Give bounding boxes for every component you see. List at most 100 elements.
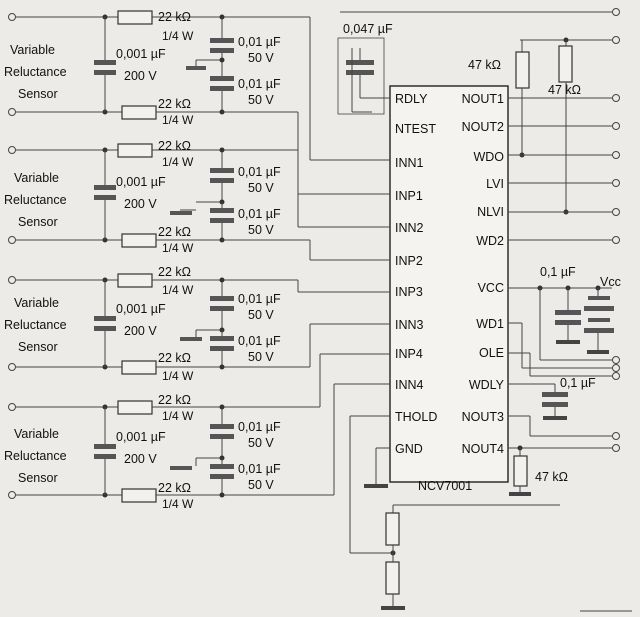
svg-text:0,01 µF: 0,01 µF: [238, 334, 281, 348]
svg-text:0,01 µF: 0,01 µF: [238, 292, 281, 306]
svg-text:1/4 W: 1/4 W: [162, 369, 194, 383]
svg-text:22 kΩ: 22 kΩ: [158, 351, 191, 365]
svg-text:200 V: 200 V: [124, 69, 157, 83]
svg-text:50 V: 50 V: [248, 181, 274, 195]
svg-text:50 V: 50 V: [248, 51, 274, 65]
svg-text:Sensor: Sensor: [18, 87, 58, 101]
rdly-capacitor: 0,047 µF: [337, 22, 393, 115]
channel-2: Variable Reluctance Sensor 22 kΩ 1/4 W 0…: [4, 139, 390, 261]
terminal-top: [612, 8, 620, 16]
svg-text:0,01 µF: 0,01 µF: [238, 462, 281, 476]
channel-4: Variable Reluctance Sensor 22 kΩ 1/4 W 0…: [4, 353, 390, 511]
vcc-cap-label: 0,1 µF: [540, 265, 576, 279]
svg-text:50 V: 50 V: [248, 350, 274, 364]
channel-3: Variable Reluctance Sensor 22 kΩ 1/4 W 0…: [4, 265, 390, 383]
svg-text:50 V: 50 V: [248, 436, 274, 450]
svg-text:0,01 µF: 0,01 µF: [238, 420, 281, 434]
right-side-network: 47 kΩ 47 kΩ 0,1 µF Vcc: [468, 36, 621, 496]
svg-text:Reluctance: Reluctance: [4, 65, 67, 79]
svg-text:0,01 µF: 0,01 µF: [238, 77, 281, 91]
pin-inp2: INP2: [395, 254, 423, 268]
pullup-resistor-1: [515, 51, 530, 89]
ic-part-number: NCV7001: [418, 479, 472, 493]
svg-text:22 kΩ: 22 kΩ: [158, 139, 191, 153]
svg-text:Sensor: Sensor: [18, 471, 58, 485]
svg-text:1/4 W: 1/4 W: [162, 283, 194, 297]
svg-text:0,01 µF: 0,01 µF: [238, 165, 281, 179]
svg-text:22 kΩ: 22 kΩ: [158, 265, 191, 279]
pin-ntest: NTEST: [395, 122, 436, 136]
pin-wd1: WD1: [476, 317, 504, 331]
svg-text:Reluctance: Reluctance: [4, 318, 67, 332]
pin-rdly: RDLY: [395, 92, 428, 106]
nout4-res-label: 47 kΩ: [535, 470, 568, 484]
pin-inn4: INN4: [395, 378, 424, 392]
pin-ole: OLE: [479, 346, 504, 360]
svg-text:Variable: Variable: [14, 296, 59, 310]
svg-text:0,01 µF: 0,01 µF: [238, 35, 281, 49]
input-channels: Variable Reluctance Sensor 22 kΩ 1/4 W 0…: [4, 10, 390, 511]
svg-text:200 V: 200 V: [124, 452, 157, 466]
top-supply-line: [340, 8, 620, 16]
svg-text:1/4 W: 1/4 W: [162, 497, 194, 511]
svg-text:22 kΩ: 22 kΩ: [158, 393, 191, 407]
svg-text:0,001 µF: 0,001 µF: [116, 175, 166, 189]
pullup-resistor-2: [558, 45, 573, 83]
svg-text:0,001 µF: 0,001 µF: [116, 47, 166, 61]
pin-inp1: INP1: [395, 189, 423, 203]
svg-text:0,01 µF: 0,01 µF: [238, 207, 281, 221]
pin-lvi: LVI: [486, 177, 504, 191]
svg-text:0,001 µF: 0,001 µF: [116, 302, 166, 316]
svg-text:22 kΩ: 22 kΩ: [158, 10, 191, 24]
pin-nout3: NOUT3: [462, 410, 504, 424]
pin-gnd: GND: [395, 442, 423, 456]
vcc-label: Vcc: [600, 275, 621, 289]
svg-text:22 kΩ: 22 kΩ: [158, 225, 191, 239]
svg-text:Variable: Variable: [14, 427, 59, 441]
svg-text:22 kΩ: 22 kΩ: [158, 97, 191, 111]
svg-text:Variable: Variable: [14, 171, 59, 185]
pin-thold: THOLD: [395, 410, 437, 424]
gnd-thold-network: [349, 415, 632, 612]
pin-wd2: WD2: [476, 234, 504, 248]
svg-text:200 V: 200 V: [124, 197, 157, 211]
ic-right-pins: NOUT1 NOUT2 WDO LVI NLVI WD2 VCC WD1 OLE…: [462, 92, 505, 456]
svg-text:50 V: 50 V: [248, 93, 274, 107]
pin-vcc: VCC: [478, 281, 504, 295]
thold-resistor-bottom: [385, 561, 400, 595]
pin-inp4: INP4: [395, 347, 423, 361]
svg-text:50 V: 50 V: [248, 223, 274, 237]
ic-left-pins: RDLY NTEST INN1 INP1 INN2 INP2 INP3 INN3…: [395, 92, 437, 456]
rdly-cap-label: 0,047 µF: [343, 22, 393, 36]
pin-inn2: INN2: [395, 221, 424, 235]
pin-inn1: INN1: [395, 156, 424, 170]
svg-text:200 V: 200 V: [124, 324, 157, 338]
pullup-1-label: 47 kΩ: [468, 58, 501, 72]
svg-text:1/4 W: 1/4 W: [162, 155, 194, 169]
svg-text:Sensor: Sensor: [18, 340, 58, 354]
pin-nlvi: NLVI: [477, 205, 504, 219]
svg-text:1/4 W: 1/4 W: [162, 29, 194, 43]
thold-resistor-top: [385, 512, 400, 546]
wdly-cap-label: 0,1 µF: [560, 376, 596, 390]
pin-wdo: WDO: [473, 150, 504, 164]
pullup-2-label: 47 kΩ: [548, 83, 581, 97]
svg-text:1/4 W: 1/4 W: [162, 409, 194, 423]
svg-text:50 V: 50 V: [248, 308, 274, 322]
channel-1: Variable Reluctance Sensor 22 kΩ 1/4 W 0…: [4, 10, 390, 195]
ic-body: [389, 85, 509, 483]
svg-text:Reluctance: Reluctance: [4, 449, 67, 463]
svg-text:Reluctance: Reluctance: [4, 193, 67, 207]
svg-text:0,001 µF: 0,001 µF: [116, 430, 166, 444]
pin-wdly: WDLY: [469, 378, 505, 392]
pin-nout4: NOUT4: [462, 442, 504, 456]
pin-inn3: INN3: [395, 318, 424, 332]
svg-text:1/4 W: 1/4 W: [162, 241, 194, 255]
pin-nout1: NOUT1: [462, 92, 504, 106]
svg-text:Sensor: Sensor: [18, 215, 58, 229]
svg-text:1/4 W: 1/4 W: [162, 113, 194, 127]
svg-text:50 V: 50 V: [248, 478, 274, 492]
svg-text:22 kΩ: 22 kΩ: [158, 481, 191, 495]
pin-nout2: NOUT2: [462, 120, 504, 134]
